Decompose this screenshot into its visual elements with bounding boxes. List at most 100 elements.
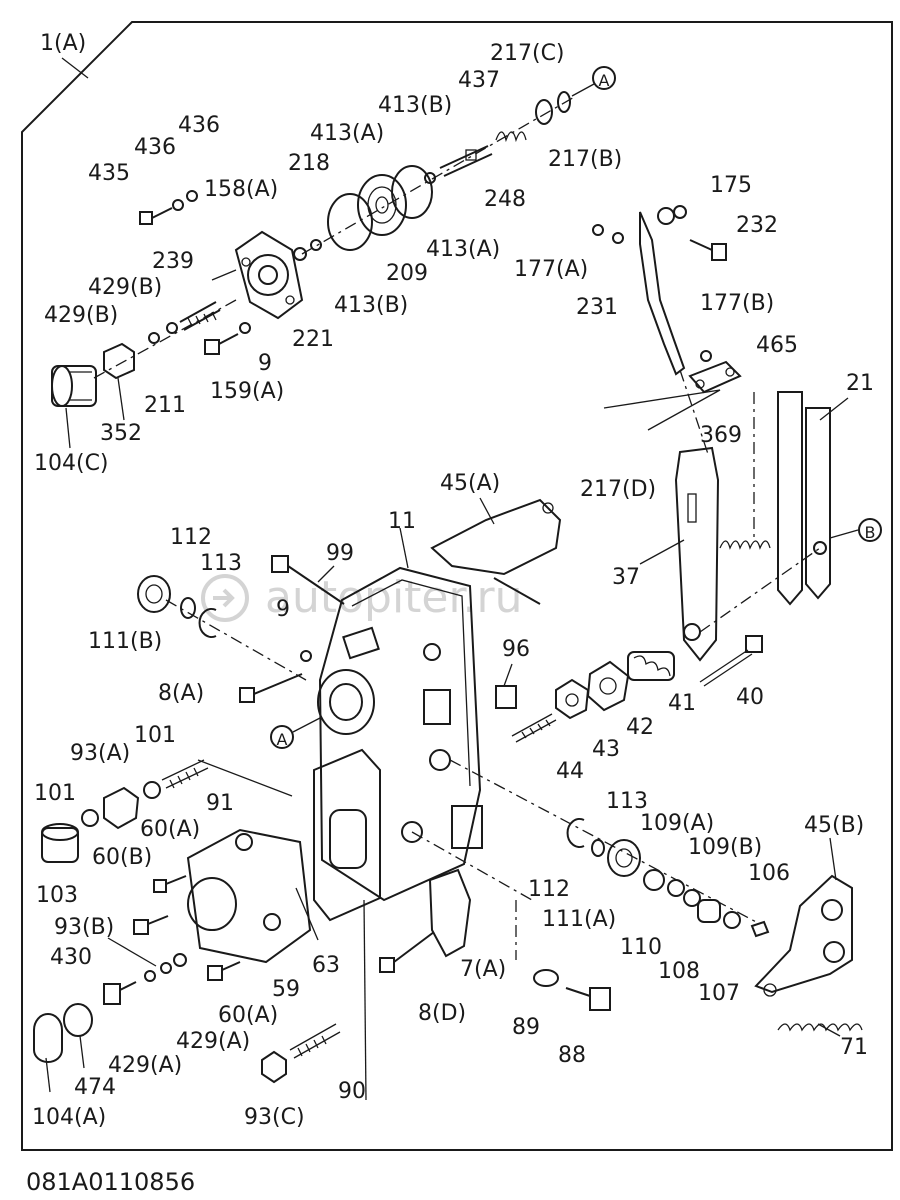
callout-label: 45(B) xyxy=(804,813,864,838)
lever-175 xyxy=(639,205,687,376)
bolt-88 xyxy=(565,987,611,1011)
link-465 xyxy=(688,360,742,394)
leader-96 xyxy=(503,663,513,687)
callout-label: 209 xyxy=(386,261,428,286)
nut-42 xyxy=(586,660,630,712)
oring-112 xyxy=(591,839,605,857)
callout-label: 111(A) xyxy=(542,907,616,932)
plug-111b xyxy=(137,575,171,613)
watermark-logo xyxy=(201,574,249,622)
callout-label: 42 xyxy=(626,715,654,740)
plug-474 xyxy=(63,1003,93,1037)
callout-label: 113 xyxy=(200,551,242,576)
callout-label: 436 xyxy=(134,135,176,160)
bolt-60b xyxy=(153,875,187,893)
callout-label: 465 xyxy=(756,333,798,358)
leader-104a xyxy=(45,1057,51,1093)
callout-label: 437 xyxy=(458,68,500,93)
callout-label: 429(B) xyxy=(88,275,162,300)
callout-label: 429(B) xyxy=(44,303,118,328)
callout-label: 231 xyxy=(576,295,618,320)
lever-45b xyxy=(754,874,853,997)
bolt-232 xyxy=(689,239,727,261)
oring-112-top xyxy=(180,597,196,619)
callout-label: 11 xyxy=(388,509,416,534)
assembly-leader xyxy=(61,57,89,79)
callout-label: 40 xyxy=(736,685,764,710)
leader-369 xyxy=(603,389,721,431)
axis-link xyxy=(679,369,709,455)
callout-label: 71 xyxy=(840,1035,868,1060)
callout-label: 41 xyxy=(668,691,696,716)
screw-430 xyxy=(103,981,137,1005)
svg-text:B: B xyxy=(865,523,876,542)
callout-label: 221 xyxy=(292,327,334,352)
axis-111b xyxy=(165,599,307,681)
washer-89 xyxy=(533,969,559,987)
callout-label: 429(A) xyxy=(176,1029,250,1054)
callout-label: 413(A) xyxy=(310,121,384,146)
callout-label: 413(B) xyxy=(378,93,452,118)
callout-label: 108 xyxy=(658,959,700,984)
bolt-60a-lower xyxy=(207,961,241,981)
callout-label: 101 xyxy=(34,781,76,806)
callout-label: 107 xyxy=(698,981,740,1006)
callout-label: 63 xyxy=(312,953,340,978)
frame-border xyxy=(21,21,893,1151)
ref-marker-a-top: A xyxy=(592,66,616,90)
callout-label: 109(A) xyxy=(640,811,714,836)
bolt-8a xyxy=(239,673,303,703)
callout-label: 59 xyxy=(272,977,300,1002)
cap-103 xyxy=(41,823,79,863)
housing-158a xyxy=(234,230,304,320)
bolt-93b xyxy=(133,915,169,935)
cap-104c xyxy=(51,365,97,407)
callout-label: 45(A) xyxy=(440,471,500,496)
callout-label: 90 xyxy=(338,1079,366,1104)
callout-label: 112 xyxy=(528,877,570,902)
washer-429b xyxy=(148,332,160,344)
callout-label: 91 xyxy=(206,791,234,816)
washer-218 xyxy=(293,247,307,261)
callout-label: 101 xyxy=(134,723,176,748)
washer-101-left xyxy=(81,809,99,827)
callout-label: 248 xyxy=(484,187,526,212)
lever-37 xyxy=(674,446,720,662)
screw-91 xyxy=(161,759,209,789)
callout-label: 21 xyxy=(846,371,874,396)
callout-label: 429(A) xyxy=(108,1053,182,1078)
callout-label: 44 xyxy=(556,759,584,784)
watermark-text: autopiter.ru xyxy=(265,572,523,623)
sleeve-108 xyxy=(697,899,721,923)
callout-label: 104(C) xyxy=(34,451,109,476)
washer-107 xyxy=(723,911,741,929)
callout-label: 217(C) xyxy=(490,41,565,66)
callout-label: 177(A) xyxy=(514,257,588,282)
callout-label: 43 xyxy=(592,737,620,762)
callout-label: 413(B) xyxy=(334,293,408,318)
screw-90 xyxy=(289,1023,341,1059)
callout-label: 436 xyxy=(178,113,220,138)
callout-label: 159(A) xyxy=(210,379,284,404)
washer-109b xyxy=(683,889,701,907)
leader-239 xyxy=(211,269,237,281)
callout-label: 93(B) xyxy=(54,915,114,940)
screw-44 xyxy=(511,713,557,743)
oring-9 xyxy=(239,322,251,334)
leader-ref-a-top xyxy=(571,83,595,97)
nut-43 xyxy=(555,678,590,720)
callout-label: 60(A) xyxy=(218,1003,278,1028)
callout-label: 239 xyxy=(152,249,194,274)
callout-label: 211 xyxy=(144,393,186,418)
callout-label: 99 xyxy=(326,541,354,566)
callout-label: 111(B) xyxy=(88,629,162,654)
axis-lower-body xyxy=(411,831,533,901)
leader-bracket-lower xyxy=(363,899,367,1101)
diaphragm-413a xyxy=(327,193,373,251)
callout-label: 7(A) xyxy=(460,957,506,982)
callout-label: 9 xyxy=(258,351,272,376)
callout-label: 9 xyxy=(276,597,290,622)
callout-label: 175 xyxy=(710,173,752,198)
screw-239 xyxy=(179,301,221,331)
bolt-96 xyxy=(495,685,517,709)
